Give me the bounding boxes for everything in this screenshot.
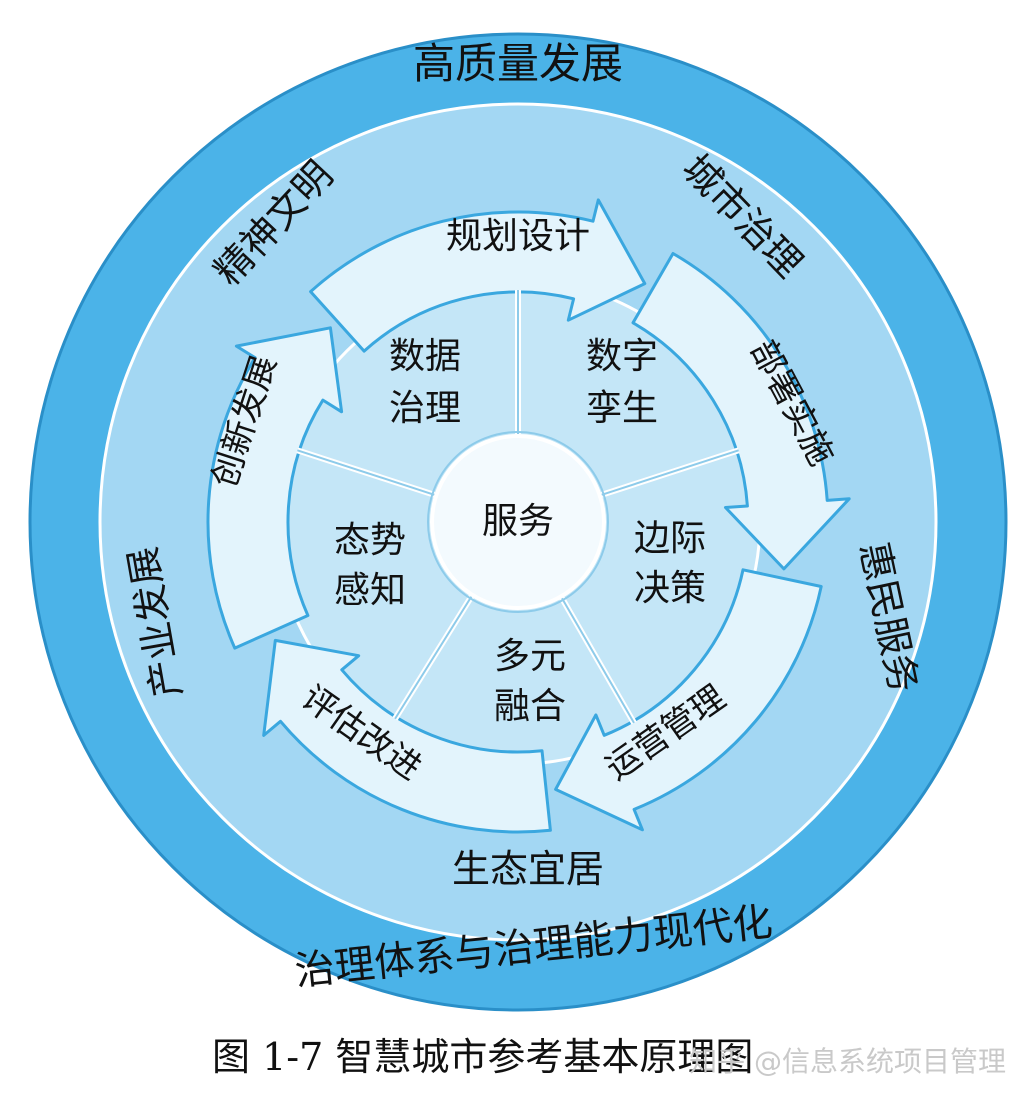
- arrow-deploy: [631, 252, 851, 571]
- cycle-arrows: [206, 198, 851, 834]
- center-label: 服务: [482, 501, 554, 542]
- arrow-evaluate: [262, 638, 552, 834]
- outer-label-top: 高质量发展: [413, 39, 623, 88]
- sector-edge-decision-line1: 边际: [634, 518, 706, 559]
- sector-divider-line-3: [561, 597, 635, 724]
- sector-fusion-line1: 多元: [494, 636, 566, 677]
- arrow-design: [309, 198, 647, 353]
- figure-caption: 图 1-7 智慧城市参考基本原理图: [212, 1035, 754, 1079]
- center-circle: [430, 434, 606, 610]
- sector-data-governance-line2: 治理: [389, 388, 461, 429]
- sector-perception-line1: 态势: [334, 520, 406, 561]
- sector-divider-line-4: [394, 596, 473, 720]
- sector-dividers: [296, 290, 740, 725]
- sector-digital-twin-line2: 孪生: [586, 388, 658, 429]
- sector-fusion-line2: 融合: [494, 686, 566, 727]
- sector-digital-twin-line1: 数字: [586, 336, 658, 377]
- middle-label-ecology: 生态宜居: [452, 847, 604, 891]
- sector-perception-line2: 感知: [334, 570, 406, 611]
- sector-edge-decision-line2: 决策: [634, 568, 706, 609]
- arrow-innovate: [206, 326, 344, 650]
- watermark: 知乎 @信息系统项目管理: [689, 1045, 1006, 1078]
- arrow-operate: [554, 568, 823, 832]
- cycle-label-design: 规划设计: [446, 216, 590, 257]
- smart-city-diagram: 高质量发展 治理体系与治理能力现代化 精神文明 城市治理 惠民服务 生态宜居 产…: [28, 32, 1008, 1012]
- sector-data-governance-line1: 数据: [389, 336, 461, 377]
- sector-divider-line-5: [297, 449, 435, 496]
- sector-divider-line-2: [601, 449, 739, 496]
